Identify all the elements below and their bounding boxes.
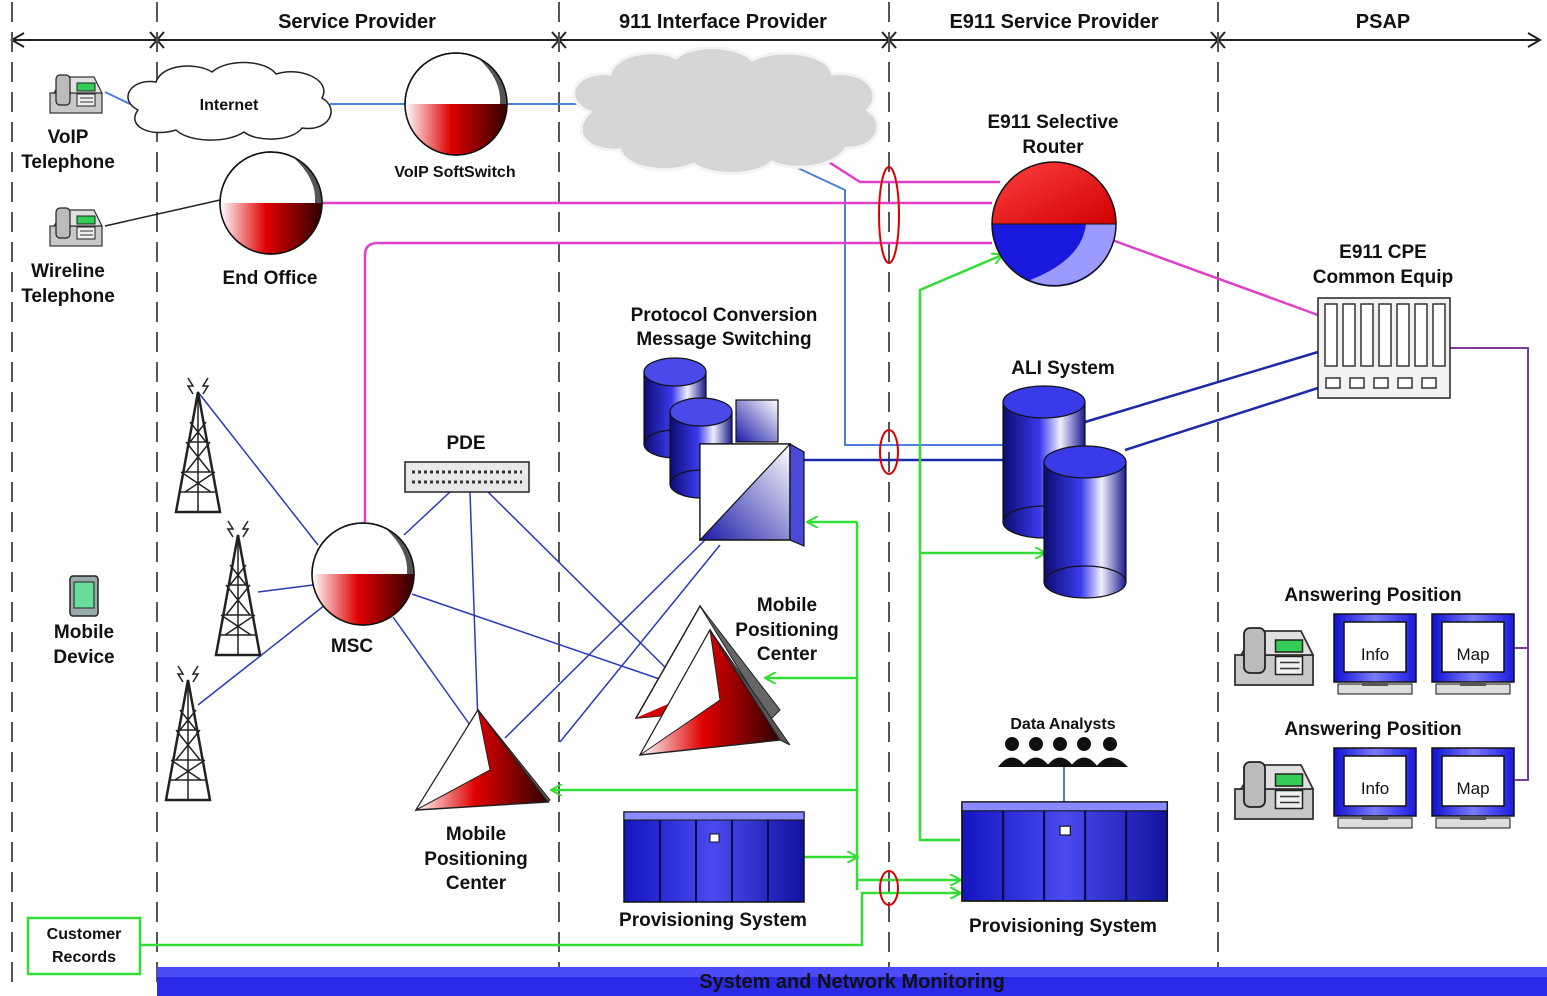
- data-analysts: Data Analysts: [998, 716, 1128, 767]
- pde-label: PDE: [446, 433, 485, 454]
- system-network-monitoring-bar: System and Network Monitoring: [157, 967, 1547, 996]
- mobile-device-label-2: Device: [53, 647, 114, 668]
- msc-label: MSC: [331, 636, 374, 657]
- provisioning-system-left: Provisioning System: [619, 811, 807, 931]
- selective-router-label-1: E911 Selective: [988, 112, 1119, 133]
- connections: [104, 91, 1529, 947]
- customer-records: Customer Records: [26, 916, 142, 976]
- customer-records-label-1: Customer: [47, 926, 122, 943]
- e911-selective-router: E911 Selective Router: [988, 112, 1119, 287]
- mobile-positioning-center-left: Mobile Positioning Center: [414, 708, 551, 894]
- msc: MSC: [311, 522, 415, 657]
- header-psap: PSAP: [1356, 11, 1410, 33]
- ali-system: ALI System: [1002, 358, 1127, 599]
- end-office-label: End Office: [222, 268, 317, 289]
- header-service-provider: Service Provider: [278, 11, 436, 33]
- info-monitor-2: Info: [1333, 747, 1417, 829]
- data-analysts-label: Data Analysts: [1010, 716, 1115, 733]
- mobile-device-label-1: Mobile: [54, 622, 114, 643]
- cpe-label-1: E911 CPE: [1339, 242, 1427, 263]
- mpc-left-label-2: Positioning: [424, 849, 527, 870]
- voip-telephone: VoIP Telephone: [21, 74, 115, 173]
- mobile-device: Mobile Device: [53, 575, 115, 668]
- answering-position-2: Answering Position Info Map: [1234, 719, 1515, 829]
- provisioning-system-right: Provisioning System: [960, 800, 1169, 937]
- customer-records-label-2: Records: [52, 949, 116, 966]
- wireline-telephone-label-1: Wireline: [31, 261, 105, 282]
- selective-router-label-2: Router: [1022, 137, 1084, 158]
- protocol-conversion-switching: Protocol Conversion Message Switching: [631, 305, 818, 547]
- voip-softswitch: VoIP SoftSwitch: [394, 52, 516, 181]
- internet-cloud: Internet: [127, 61, 332, 141]
- wireline-telephone: Wireline Telephone: [21, 207, 115, 307]
- map-screen-label-1: Map: [1456, 645, 1489, 664]
- column-dividers: [11, 2, 1219, 985]
- mpc-right-label-2: Positioning: [735, 620, 838, 641]
- answering-position-1: Answering Position Info Map: [1234, 585, 1515, 695]
- ali-system-label: ALI System: [1011, 358, 1114, 379]
- cell-tower-1: [174, 376, 222, 514]
- cell-tower-3: [164, 664, 212, 802]
- pde: PDE: [404, 433, 530, 493]
- map-monitor-1: Map: [1431, 613, 1515, 695]
- end-office: End Office: [219, 151, 323, 289]
- mobile-positioning-center-right: Mobile Positioning Center: [634, 595, 839, 756]
- cpe-label-2: Common Equip: [1313, 267, 1453, 288]
- mpc-right-label-3: Center: [757, 644, 818, 665]
- e911-cpe: E911 CPE Common Equip: [1313, 242, 1453, 399]
- map-screen-label-2: Map: [1456, 779, 1489, 798]
- voip-softswitch-label: VoIP SoftSwitch: [394, 164, 515, 181]
- provisioning-left-label: Provisioning System: [619, 910, 807, 931]
- mpc-right-label-1: Mobile: [757, 595, 817, 616]
- header-e911-service-provider: E911 Service Provider: [949, 11, 1158, 33]
- column-header-axis: [10, 31, 1542, 49]
- info-screen-label-2: Info: [1361, 779, 1389, 798]
- provisioning-right-label: Provisioning System: [969, 916, 1157, 937]
- header-911-interface-provider: 911 Interface Provider: [619, 11, 827, 33]
- answering-position-1-label: Answering Position: [1284, 585, 1461, 606]
- interface-cloud: [572, 46, 880, 175]
- info-screen-label-1: Info: [1361, 645, 1389, 664]
- voip-telephone-label-2: Telephone: [21, 152, 115, 173]
- monitoring-label: System and Network Monitoring: [699, 971, 1005, 993]
- protocol-conversion-label-2: Message Switching: [636, 329, 811, 350]
- voip-telephone-label-1: VoIP: [48, 127, 89, 148]
- cell-tower-2: [214, 519, 262, 657]
- info-monitor-1: Info: [1333, 613, 1417, 695]
- wireline-telephone-label-2: Telephone: [21, 286, 115, 307]
- map-monitor-2: Map: [1431, 747, 1515, 829]
- protocol-conversion-label-1: Protocol Conversion: [631, 305, 818, 326]
- mpc-left-label-1: Mobile: [446, 824, 506, 845]
- mpc-left-label-3: Center: [446, 873, 507, 894]
- internet-label: Internet: [200, 97, 259, 114]
- answering-position-2-label: Answering Position: [1284, 719, 1461, 740]
